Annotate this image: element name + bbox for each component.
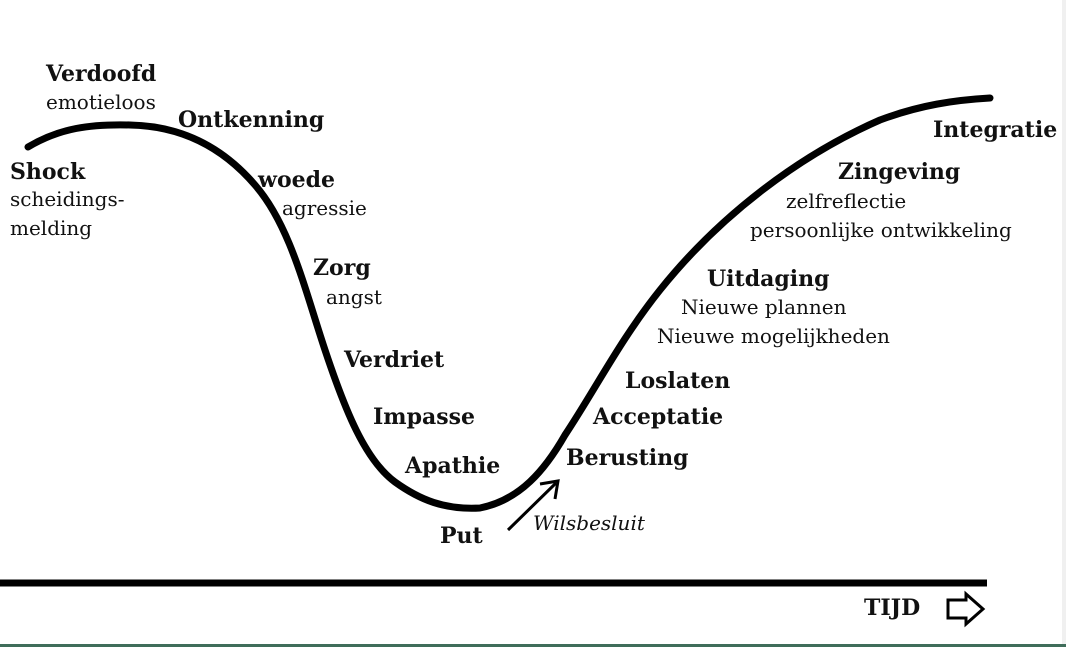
time-axis-label: TIJD <box>864 595 921 621</box>
stage-sub-uitdaging-1: Nieuwe plannen <box>681 295 847 319</box>
stage-sub-zorg: angst <box>326 285 382 309</box>
stage-title-berusting: Berusting <box>566 445 689 471</box>
emotion-curve <box>24 94 994 512</box>
arrow-right-icon <box>946 590 986 628</box>
stage-title-zingeving: Zingeving <box>838 159 961 185</box>
stage-title-integratie: Integratie <box>933 117 1058 143</box>
stage-title-wilsbesluit: Wilsbesluit <box>533 511 645 535</box>
stage-title-verdriet: Verdriet <box>344 347 445 373</box>
stage-title-loslaten: Loslaten <box>625 368 731 394</box>
stage-sub-verdoofd: emotieloos <box>46 90 156 114</box>
stage-sub-uitdaging-2: Nieuwe mogelijkheden <box>657 324 890 348</box>
frame-bottom-border <box>0 644 1066 647</box>
stage-title-uitdaging: Uitdaging <box>707 266 830 292</box>
stage-title-shock: Shock <box>10 159 86 185</box>
stage-title-zorg: Zorg <box>313 255 371 281</box>
stage-title-ontkenning: Ontkenning <box>178 107 325 133</box>
stage-title-acceptatie: Acceptatie <box>593 404 724 430</box>
stage-title-verdoofd: Verdoofd <box>46 61 157 87</box>
stage-sub-zingeving-2: persoonlijke ontwikkeling <box>750 218 1012 242</box>
stage-sub-woede: agressie <box>282 196 367 220</box>
frame-right-edge <box>1062 0 1066 647</box>
wilsbesluit-arrow <box>506 479 560 532</box>
stage-title-apathie: Apathie <box>405 453 501 479</box>
stage-sub-zingeving-1: zelfreflectie <box>786 189 907 213</box>
stage-title-put: Put <box>440 523 483 549</box>
stage-title-impasse: Impasse <box>373 404 475 430</box>
stage-title-woede: woede <box>258 167 335 193</box>
stage-sub-shock-1: scheidings- <box>10 187 125 211</box>
stage-sub-shock-2: melding <box>10 216 93 240</box>
